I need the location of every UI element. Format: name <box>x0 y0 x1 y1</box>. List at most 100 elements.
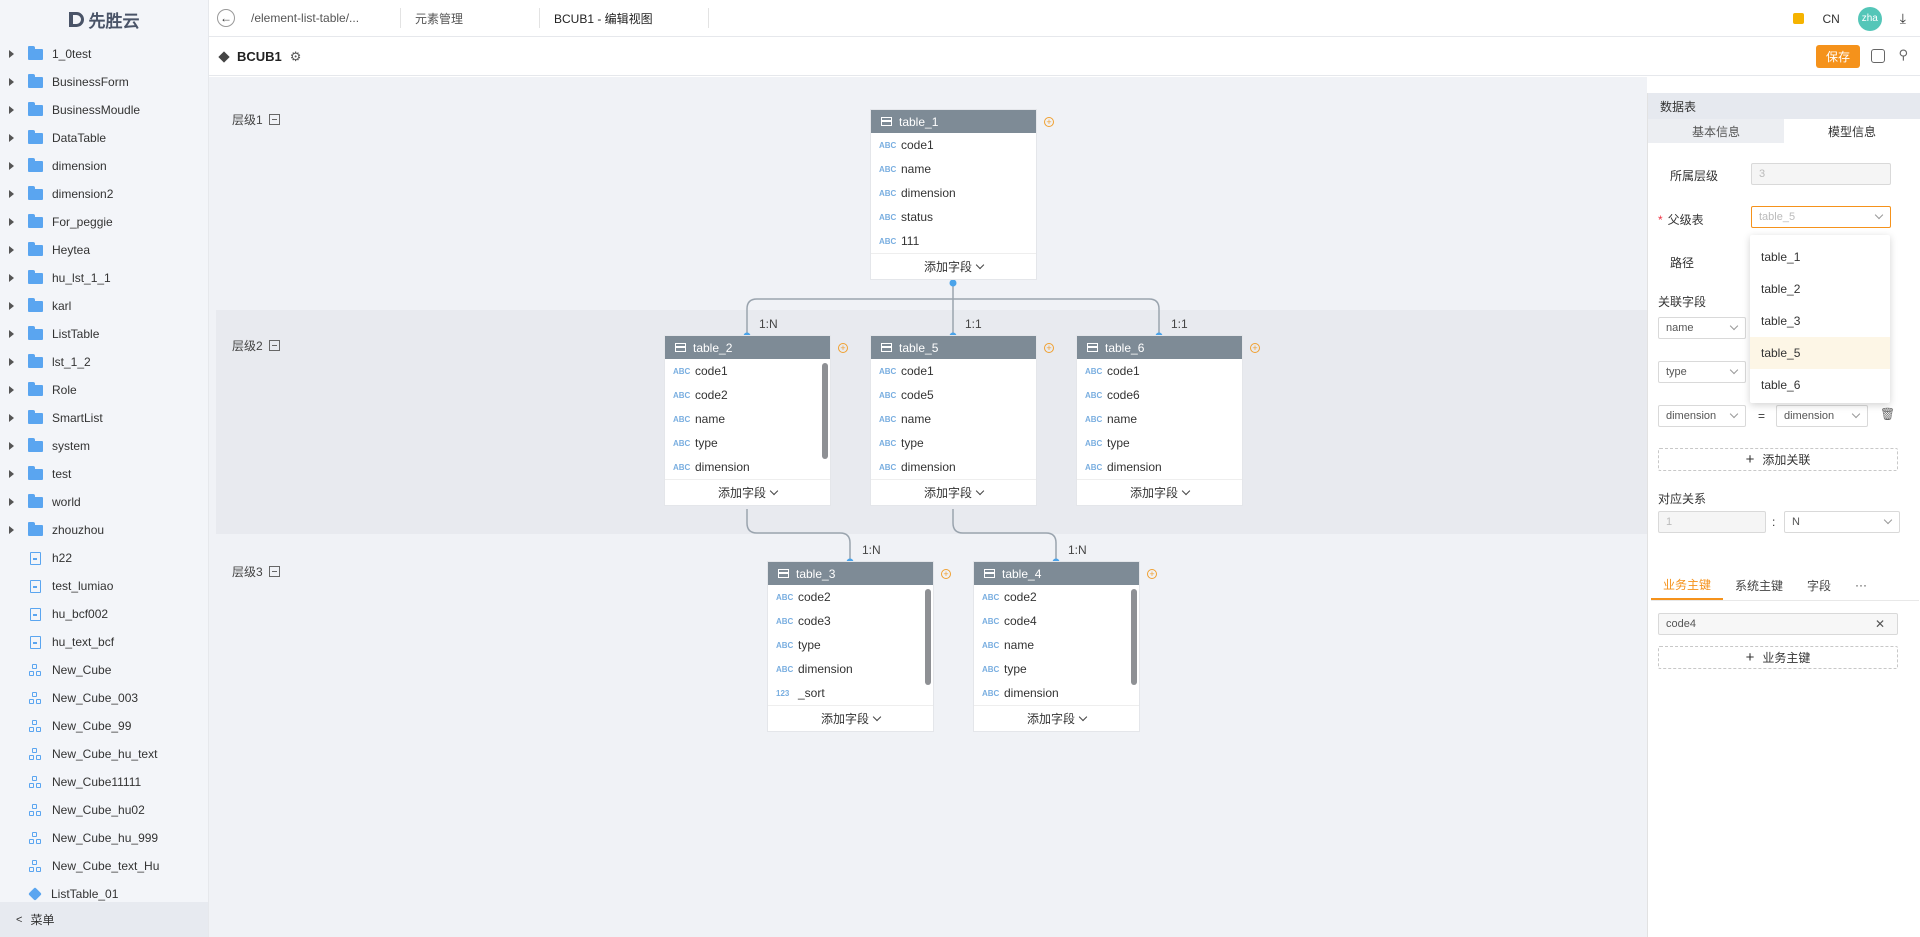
parent-table-select[interactable]: table_5 <box>1751 206 1891 228</box>
tab-model-info[interactable]: 模型信息 <box>1784 119 1920 143</box>
tree-item[interactable]: New_Cube_hu_999 <box>0 824 208 852</box>
delete-link-icon[interactable]: 🗑 <box>1880 407 1896 421</box>
add-table-plus-icon[interactable]: + <box>1147 569 1157 579</box>
caret-right-icon[interactable] <box>9 218 14 226</box>
tree-item[interactable]: ListTable <box>0 320 208 348</box>
add-business-key-button[interactable]: +业务主键 <box>1658 646 1898 669</box>
tab-element-management[interactable]: 元素管理 <box>415 8 540 28</box>
tree-item[interactable]: New_Cube_hu_text <box>0 740 208 768</box>
tree-item[interactable]: test <box>0 460 208 488</box>
add-table-plus-icon[interactable]: + <box>838 343 848 353</box>
add-field-button[interactable]: 添加字段 <box>871 253 1036 279</box>
tree-item[interactable]: hu_lst_1_1 <box>0 264 208 292</box>
tree-item[interactable]: Role <box>0 376 208 404</box>
add-table-plus-icon[interactable]: + <box>1044 117 1054 127</box>
tab-basic-info[interactable]: 基本信息 <box>1648 119 1784 143</box>
tree-item[interactable]: DataTable <box>0 124 208 152</box>
language-switch[interactable]: CN <box>1822 11 1840 26</box>
preview-icon[interactable] <box>1871 49 1885 63</box>
tree-item[interactable]: For_peggie <box>0 208 208 236</box>
tree-item[interactable]: 1_0test <box>0 40 208 68</box>
tab-fields[interactable]: 字段 <box>1807 578 1832 593</box>
add-table-plus-icon[interactable]: + <box>1044 343 1054 353</box>
tree-item[interactable]: hu_bcf002 <box>0 600 208 628</box>
tree-item[interactable]: ListTable_01 <box>0 880 208 908</box>
tree-item[interactable]: New_Cube_003 <box>0 684 208 712</box>
tree-item[interactable]: New_Cube_99 <box>0 712 208 740</box>
caret-right-icon[interactable] <box>9 106 14 114</box>
close-icon[interactable]: ✕ <box>1874 617 1885 631</box>
table-node-header[interactable]: table_4 <box>974 562 1139 585</box>
save-button[interactable]: 保存 <box>1816 45 1860 68</box>
tab-system-key[interactable]: 系统主键 <box>1735 578 1784 593</box>
tree-item[interactable]: New_Cube_text_Hu <box>0 852 208 880</box>
link-field-left-select[interactable]: type <box>1658 361 1746 383</box>
link-field-right-select[interactable]: dimension <box>1776 405 1868 427</box>
link-field-left-select[interactable]: dimension <box>1658 405 1746 427</box>
download-icon[interactable]: ⤓ <box>1899 10 1906 26</box>
collapse-icon[interactable] <box>268 114 280 125</box>
tree-item[interactable]: world <box>0 488 208 516</box>
caret-right-icon[interactable] <box>9 274 14 282</box>
caret-right-icon[interactable] <box>9 330 14 338</box>
back-button[interactable]: ← <box>217 9 235 27</box>
table-node-header[interactable]: table_6 <box>1077 336 1242 359</box>
caret-right-icon[interactable] <box>9 190 14 198</box>
table-node-header[interactable]: table_1 <box>871 110 1036 133</box>
caret-right-icon[interactable] <box>9 162 14 170</box>
caret-right-icon[interactable] <box>9 470 14 478</box>
relation-right-select[interactable]: N <box>1784 511 1900 533</box>
dropdown-option[interactable]: table_3 <box>1761 314 1801 328</box>
tab-path[interactable]: /element-list-table/... <box>251 8 401 28</box>
caret-right-icon[interactable] <box>9 302 14 310</box>
add-link-button[interactable]: +添加关联 <box>1658 448 1898 471</box>
avatar[interactable]: zha <box>1857 6 1882 31</box>
tab-business-key[interactable]: 业务主键 <box>1651 570 1724 600</box>
tree-item[interactable]: karl <box>0 292 208 320</box>
collapse-icon[interactable] <box>268 566 280 577</box>
tree-item[interactable]: New_Cube_hu02 <box>0 796 208 824</box>
more-tabs[interactable]: ··· <box>1855 578 1868 592</box>
dropdown-option[interactable]: table_6 <box>1761 378 1801 392</box>
menu-toggle[interactable]: < 菜单 <box>0 902 208 937</box>
table-field[interactable]: 123_sort <box>768 681 933 705</box>
dropdown-option[interactable]: table_5 <box>1750 337 1890 369</box>
scrollbar[interactable] <box>822 363 828 459</box>
dropdown-option[interactable]: table_2 <box>1761 282 1801 296</box>
tree-item[interactable]: hu_text_bcf <box>0 628 208 656</box>
app-logo[interactable]: 先胜云 <box>0 0 208 38</box>
add-table-plus-icon[interactable]: + <box>941 569 951 579</box>
table-node-header[interactable]: table_5 <box>871 336 1036 359</box>
caret-right-icon[interactable] <box>9 246 14 254</box>
scrollbar[interactable] <box>925 589 931 685</box>
add-table-plus-icon[interactable]: + <box>1250 343 1260 353</box>
tree-item[interactable]: New_Cube11111 <box>0 768 208 796</box>
